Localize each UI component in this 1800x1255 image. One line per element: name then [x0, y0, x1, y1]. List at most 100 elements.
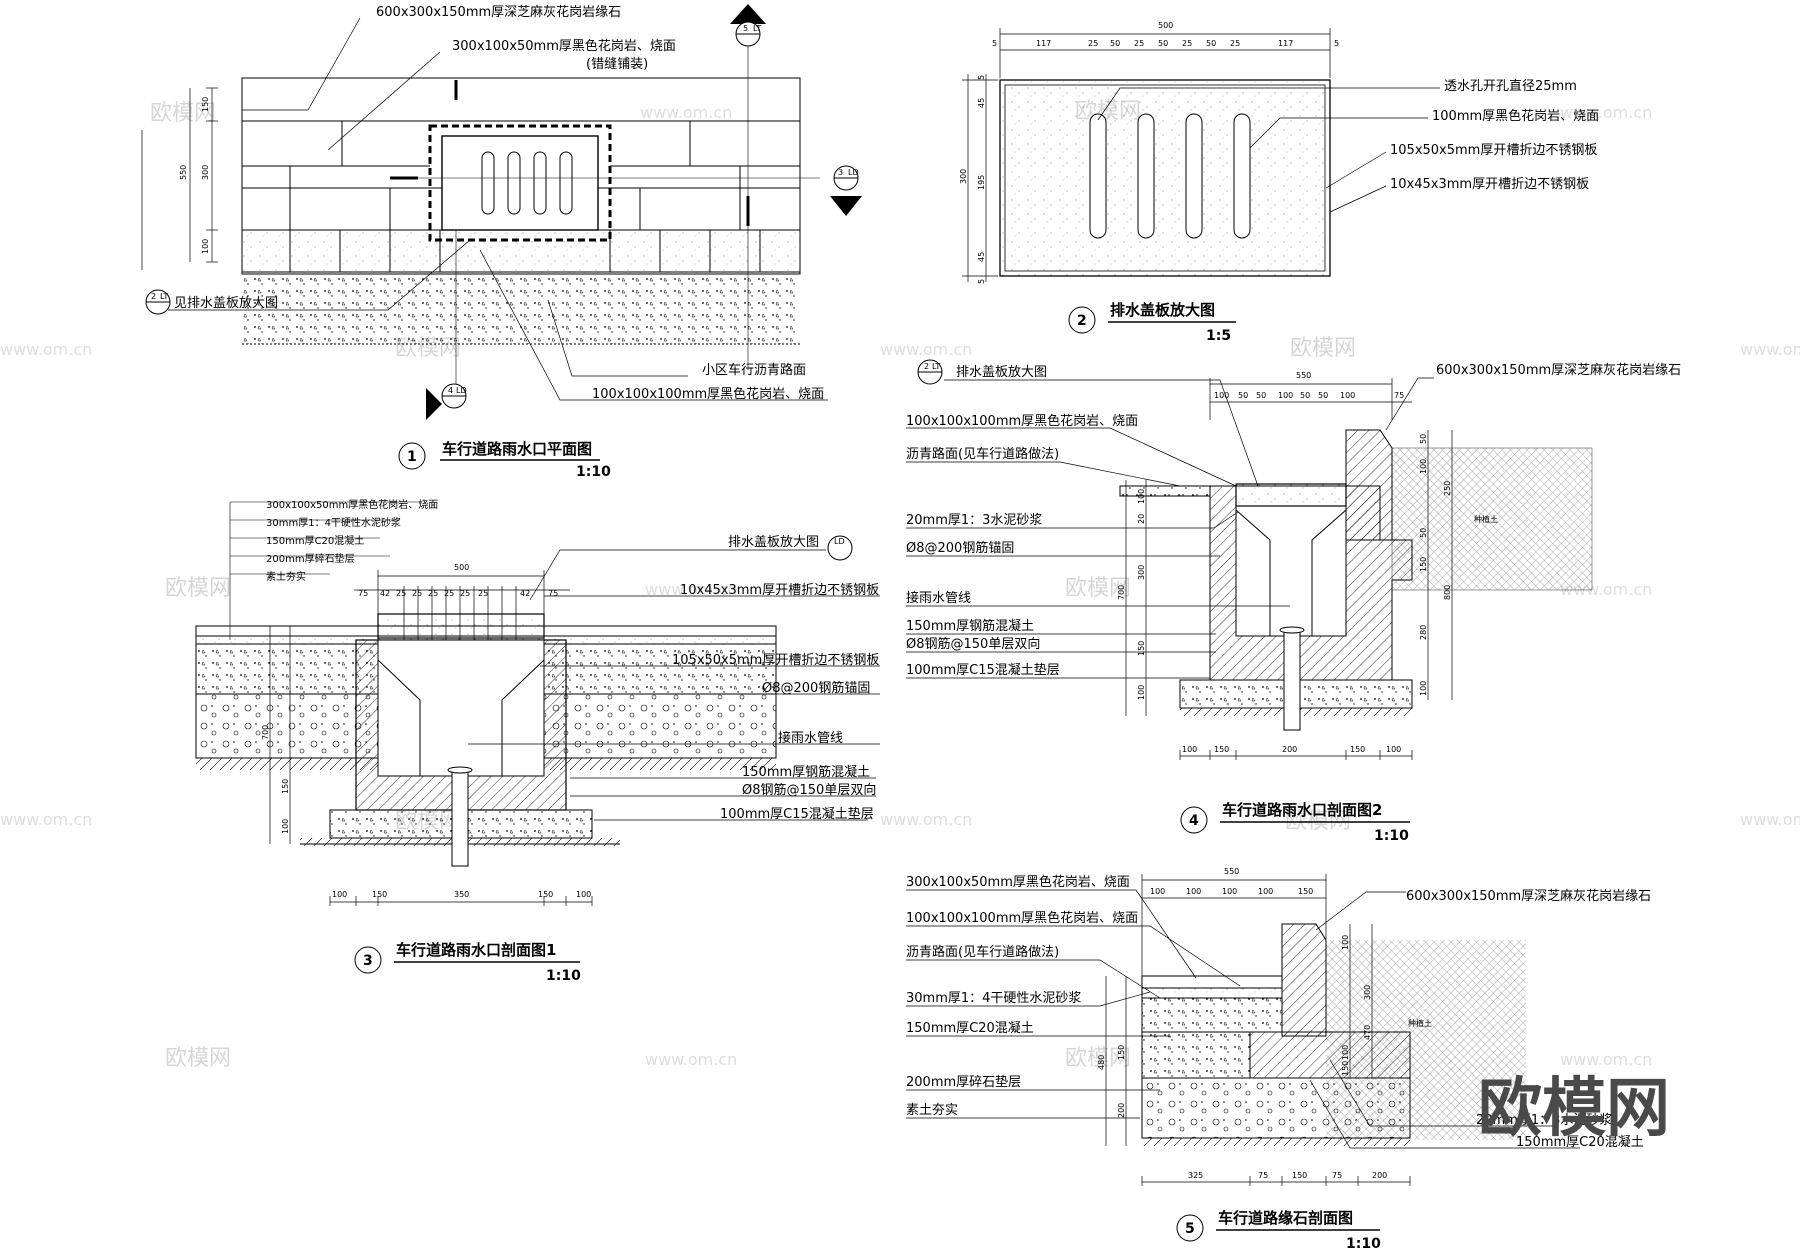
svg-text:150: 150 — [1137, 641, 1146, 656]
watermark-url: www.om.cn — [1740, 340, 1800, 359]
svg-text:25: 25 — [1088, 39, 1098, 48]
svg-text:200mm厚碎石垫层: 200mm厚碎石垫层 — [906, 1074, 1021, 1090]
svg-text:100: 100 — [1341, 935, 1350, 950]
watermark-url: www.om.cn — [1740, 810, 1800, 829]
drawing-4-section2: 种植土 550 100 50 50 100 50 50 — [906, 359, 1681, 844]
svg-text:550: 550 — [1224, 867, 1239, 876]
svg-text:2: 2 — [151, 292, 156, 301]
svg-text:150mm厚钢筋混凝土: 150mm厚钢筋混凝土 — [742, 764, 870, 780]
dim-text: 150 — [201, 97, 210, 112]
svg-text:300x100x50mm厚黑色花岗岩、烧面: 300x100x50mm厚黑色花岗岩、烧面 — [906, 874, 1130, 890]
watermark: 欧模网 — [1290, 336, 1356, 361]
svg-text:LT: LT — [160, 292, 168, 301]
svg-text:100: 100 — [576, 890, 591, 899]
note-label: 600x300x150mm厚深芝麻灰花岗岩缘石 — [376, 4, 621, 20]
watermark: 欧模网 — [165, 576, 231, 601]
svg-text:25: 25 — [478, 589, 488, 598]
svg-text:LT: LT — [932, 362, 940, 371]
svg-text:Ø8@200钢筋锚固: Ø8@200钢筋锚固 — [762, 680, 870, 696]
drawing-1-plan: 5 LT 3 LD 4 LD 2 LT — [141, 4, 862, 480]
svg-text:5: 5 — [977, 75, 986, 80]
svg-text:10x45x3mm厚开槽折边不锈钢板: 10x45x3mm厚开槽折边不锈钢板 — [1390, 177, 1589, 192]
svg-text:250: 250 — [1443, 481, 1452, 496]
svg-text:325: 325 — [1188, 1171, 1203, 1180]
svg-text:150: 150 — [1214, 745, 1229, 754]
svg-text:5: 5 — [1334, 39, 1339, 48]
svg-text:50: 50 — [1206, 39, 1216, 48]
svg-text:50: 50 — [1256, 391, 1266, 400]
svg-text:100: 100 — [281, 819, 290, 834]
svg-text:LD: LD — [456, 386, 467, 395]
dim-text: 550 — [179, 165, 188, 180]
svg-text:75: 75 — [1258, 1171, 1268, 1180]
svg-text:100: 100 — [1214, 391, 1229, 400]
section-callout[interactable]: 5 LT — [730, 4, 766, 47]
svg-text:75: 75 — [1332, 1171, 1342, 1180]
drawing-scale: 1:10 — [1374, 828, 1409, 844]
svg-text:195: 195 — [977, 175, 986, 190]
svg-text:10x45x3mm厚开槽折边不锈钢板: 10x45x3mm厚开槽折边不锈钢板 — [680, 583, 879, 598]
svg-text:75: 75 — [358, 589, 368, 598]
svg-text:105x50x5mm厚开槽折边不锈钢板: 105x50x5mm厚开槽折边不锈钢板 — [1390, 143, 1597, 158]
svg-text:50: 50 — [1419, 434, 1428, 444]
svg-text:种植土: 种植土 — [1408, 1018, 1432, 1028]
dim-text: 100 — [201, 239, 210, 254]
svg-text:25: 25 — [460, 589, 470, 598]
svg-text:105x50x5mm厚开槽折边不锈钢板: 105x50x5mm厚开槽折边不锈钢板 — [672, 653, 879, 668]
svg-text:150: 150 — [1292, 1171, 1307, 1180]
drawing-scale: 1:10 — [576, 464, 611, 480]
svg-text:30mm厚1：4干硬性水泥砂浆: 30mm厚1：4干硬性水泥砂浆 — [266, 516, 401, 529]
svg-text:350: 350 — [454, 890, 469, 899]
svg-text:150: 150 — [538, 890, 553, 899]
svg-text:沥青路面(见车行道路做法): 沥青路面(见车行道路做法) — [906, 446, 1059, 462]
watermark-url: www.om.cn — [645, 1050, 737, 1069]
dim-row: 5 117 25 50 25 50 25 50 25 117 5 — [992, 39, 1339, 48]
svg-text:素土夯实: 素土夯实 — [906, 1103, 958, 1118]
svg-text:25: 25 — [428, 589, 438, 598]
svg-text:300x100x50mm厚黑色花岗岩、烧面: 300x100x50mm厚黑色花岗岩、烧面 — [266, 498, 438, 511]
watermark-url: www.om.cn — [640, 103, 732, 122]
svg-text:25: 25 — [444, 589, 454, 598]
svg-text:Ø8钢筋@150单层双向: Ø8钢筋@150单层双向 — [742, 782, 876, 798]
svg-text:100: 100 — [332, 890, 347, 899]
svg-text:200: 200 — [1282, 745, 1297, 754]
svg-text:素土夯实: 素土夯实 — [266, 570, 306, 583]
svg-text:45: 45 — [977, 98, 986, 108]
svg-text:100: 100 — [1341, 1045, 1350, 1060]
svg-text:200: 200 — [1117, 1103, 1126, 1118]
drawing-number-text: 1 — [407, 449, 417, 465]
drawing-number-text: 5 — [1185, 1221, 1195, 1237]
svg-text:150: 150 — [281, 779, 290, 794]
watermark-url: www.om.cn — [0, 340, 92, 359]
svg-text:100x100x100mm厚黑色花岗岩、烧面: 100x100x100mm厚黑色花岗岩、烧面 — [906, 413, 1138, 429]
svg-text:3: 3 — [838, 168, 843, 177]
drawing-5-curb: 种植土 550 100 100 100 100 150 — [906, 867, 1651, 1252]
svg-text:Ø8@200钢筋锚固: Ø8@200钢筋锚固 — [906, 540, 1014, 556]
svg-text:100: 100 — [1386, 745, 1401, 754]
svg-text:42: 42 — [380, 589, 390, 598]
svg-text:150mm厚C20混凝土: 150mm厚C20混凝土 — [266, 534, 364, 547]
note-label: 小区车行沥青路面 — [702, 362, 806, 378]
drawing-scale: 1:10 — [1346, 1236, 1381, 1252]
svg-text:75: 75 — [1394, 391, 1404, 400]
svg-text:200: 200 — [1372, 1171, 1387, 1180]
section-callout[interactable]: 4 LD — [426, 383, 467, 420]
svg-text:700: 700 — [1117, 585, 1126, 600]
svg-text:300: 300 — [1363, 985, 1372, 1000]
svg-text:150: 150 — [1117, 1045, 1126, 1060]
dim-text: 300 — [201, 165, 210, 180]
svg-text:20: 20 — [1137, 514, 1146, 524]
svg-text:20mm厚1：3水泥砂浆: 20mm厚1：3水泥砂浆 — [906, 513, 1042, 528]
detail-callout[interactable]: 2 LT — [145, 289, 171, 315]
svg-text:Ø8钢筋@150单层双向: Ø8钢筋@150单层双向 — [906, 636, 1040, 652]
detail-callout[interactable]: 2 LT — [917, 359, 943, 385]
svg-text:800: 800 — [1443, 585, 1452, 600]
svg-text:100mm厚黑色花岗岩、烧面: 100mm厚黑色花岗岩、烧面 — [1432, 108, 1599, 124]
svg-text:50: 50 — [1419, 528, 1428, 538]
drawing-title: 车行道路缘石剖面图 — [1218, 1209, 1353, 1227]
section-callout[interactable]: 3 LD — [830, 165, 862, 216]
svg-text:100: 100 — [1419, 681, 1428, 696]
svg-text:25: 25 — [1182, 39, 1192, 48]
note-label: 见排水盖板放大图 — [174, 296, 278, 311]
